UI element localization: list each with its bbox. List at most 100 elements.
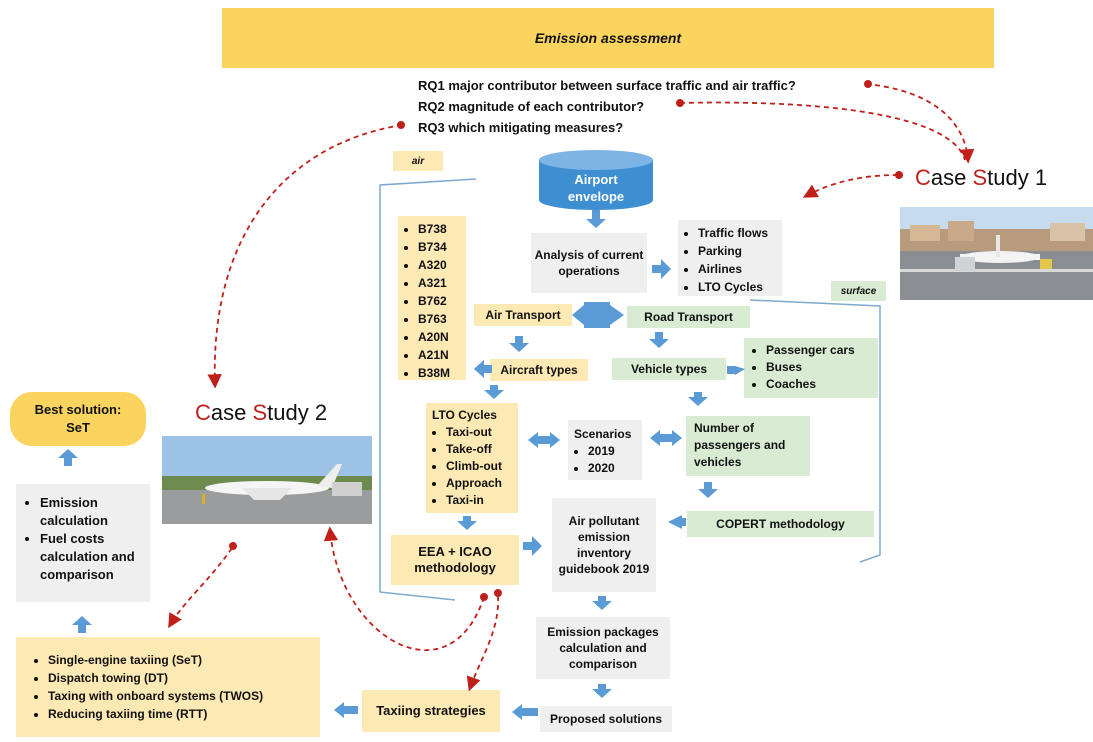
road-transport-box: Road Transport <box>627 306 750 328</box>
vehicle-item: Buses <box>766 359 876 376</box>
arrow-down-9 <box>592 684 612 698</box>
arrow-down-3 <box>649 332 669 348</box>
double-arrow-scenarios-passengers <box>650 430 682 446</box>
arrow-down-8 <box>592 596 612 610</box>
case-study-1-photo <box>900 207 1093 300</box>
aircraft-item: B734 <box>418 238 464 256</box>
arrow-up-calc <box>72 616 92 633</box>
scenarios-title: Scenarios <box>574 427 632 441</box>
lto-item: Taxi-in <box>446 492 516 509</box>
emission-assessment-banner: Emission assessment <box>222 8 994 68</box>
dash-calc-strategies <box>168 547 233 629</box>
dot-rq1 <box>864 80 872 88</box>
rq2-text: RQ2 magnitude of each contributor? <box>418 99 645 114</box>
scenarios-box: Scenarios 2019 2020 <box>568 420 642 480</box>
scenario-item: 2019 <box>588 443 640 460</box>
strategy-item: Reducing taxiing time (RTT) <box>48 705 316 723</box>
case-study-2-title: Case Study 2 <box>195 400 328 425</box>
lto-item: Taxi-out <box>446 424 516 441</box>
aircraft-list-box: B738 B734 A320 A321 B762 B763 A20N A21N … <box>398 216 466 380</box>
arrow-left-strategies <box>334 702 358 718</box>
eea-icao-box: EEA + ICAO methodology <box>391 535 519 585</box>
airport-envelope-label: Airport envelope <box>567 172 625 204</box>
arrow-left-copert <box>668 515 686 529</box>
dash-cs1-envelope <box>802 174 899 198</box>
arrow-down-5 <box>688 392 708 406</box>
lto-item: Take-off <box>446 441 516 458</box>
strategies-list-box: Single-engine taxiing (SeT) Dispatch tow… <box>16 637 320 737</box>
double-arrow-lto-scenarios <box>528 432 560 448</box>
vehicle-types-box: Vehicle types <box>612 358 726 380</box>
dash-eea-cs2 <box>323 526 485 652</box>
lto-cycles-box: LTO Cycles Taxi-out Take-off Climb-out A… <box>426 403 518 513</box>
dot-eea-1 <box>480 593 488 601</box>
aircraft-item: A21N <box>418 346 464 364</box>
calc-item: Fuel costs calculation and comparison <box>40 530 148 584</box>
analysis-box: Analysis of current operations <box>531 233 647 293</box>
dash-rq2-cs1 <box>679 101 966 161</box>
aircraft-item: B763 <box>418 310 464 328</box>
strategy-item: Dispatch towing (DT) <box>48 669 316 687</box>
aircraft-item: B738 <box>418 220 464 238</box>
case-study-2-photo <box>162 436 372 524</box>
rq1-text: RQ1 major contributor between surface tr… <box>418 78 796 93</box>
aircraft-item: A321 <box>418 274 464 292</box>
dot-cs1 <box>895 171 903 179</box>
arrow-down-1 <box>586 210 606 228</box>
arrow-left-aircraft <box>474 360 492 378</box>
proposed-solutions-box: Proposed solutions <box>540 706 672 732</box>
surface-tag: surface <box>831 281 886 301</box>
dot-calc <box>229 542 237 550</box>
calculation-box: Emission calculation Fuel costs calculat… <box>16 484 150 602</box>
aircraft-item: B38M <box>418 364 464 382</box>
lto-item: Climb-out <box>446 458 516 475</box>
rq3-text: RQ3 which mitigating measures? <box>418 120 624 135</box>
aircraft-item: A20N <box>418 328 464 346</box>
lto-item: Approach <box>446 475 516 492</box>
aircraft-item: A320 <box>418 256 464 274</box>
taxiing-strategies-box: Taxiing strategies <box>362 690 500 732</box>
arrow-down-6 <box>698 482 718 498</box>
calc-item: Emission calculation <box>40 494 148 530</box>
aircraft-types-box: Aircraft types <box>490 359 588 381</box>
analysis-items-box: Traffic flows Parking Airlines LTO Cycle… <box>678 220 782 296</box>
guidebook-box: Air pollutant emission inventory guidebo… <box>552 498 656 592</box>
arrow-up-best <box>58 449 78 466</box>
aircraft-item: B762 <box>418 292 464 310</box>
number-passengers-box: Number of passengers and vehicles <box>686 416 810 476</box>
dash-eea-taxiing <box>466 595 499 692</box>
dot-eea-2 <box>494 589 502 597</box>
strategy-item: Taxing with onboard systems (TWOS) <box>48 687 316 705</box>
case-study-1-title: Case Study 1 <box>915 165 1048 190</box>
dot-rq3 <box>397 121 405 129</box>
dot-rq2 <box>676 99 684 107</box>
vehicle-list-box: Passenger cars Buses Coaches <box>744 338 878 398</box>
arrow-down-4 <box>484 385 504 399</box>
emission-packages-box: Emission packages calculation and compar… <box>536 617 670 679</box>
arrow-down-7 <box>457 516 477 530</box>
arrow-right-eea <box>523 536 542 556</box>
air-bracket <box>379 178 477 601</box>
banner-title: Emission assessment <box>534 30 682 46</box>
surface-bracket <box>749 299 881 563</box>
arrow-left-vehicle <box>727 366 745 375</box>
air-transport-box: Air Transport <box>474 304 572 326</box>
best-solution-line2: SeT <box>66 420 90 435</box>
strategy-item: Single-engine taxiing (SeT) <box>48 651 316 669</box>
analysis-item: LTO Cycles <box>698 278 778 296</box>
scenario-item: 2020 <box>588 460 640 477</box>
double-arrow-transport <box>572 302 624 328</box>
copert-box: COPERT methodology <box>687 511 874 537</box>
arrow-left-taxi <box>512 704 538 720</box>
air-tag: air <box>393 151 443 171</box>
vehicle-item: Coaches <box>766 376 876 393</box>
lto-title: LTO Cycles <box>432 408 497 422</box>
best-solution-box: Best solution: SeT <box>10 392 146 446</box>
dash-rq1-cs1 <box>865 83 975 164</box>
best-solution-line1: Best solution: <box>34 402 122 417</box>
arrow-down-2 <box>509 336 529 352</box>
analysis-item: Parking <box>698 242 778 260</box>
vehicle-item: Passenger cars <box>766 342 876 359</box>
analysis-item: Airlines <box>698 260 778 278</box>
